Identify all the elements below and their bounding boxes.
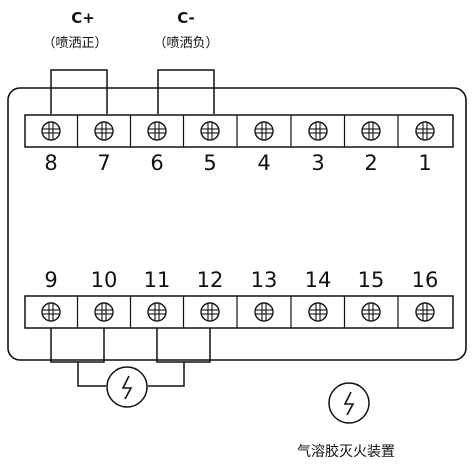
- screw-terminal-icon: [361, 302, 381, 322]
- terminal-number: 8: [44, 151, 57, 175]
- terminal-number: 13: [251, 268, 278, 292]
- screw-terminal-icon: [308, 121, 328, 141]
- terminal-number: 2: [364, 151, 377, 175]
- terminal-number: 11: [144, 268, 171, 292]
- positive-polarity-label: C+: [71, 9, 95, 27]
- screw-terminal-icon: [254, 121, 274, 141]
- screw-terminal-icon: [415, 302, 435, 322]
- terminal-number: 5: [203, 151, 216, 175]
- right-device-wire: [148, 362, 185, 387]
- terminal-number: 16: [412, 268, 439, 292]
- terminal-number: 9: [44, 268, 57, 292]
- negative-polarity-label: C-: [177, 9, 195, 27]
- screw-terminal-icon: [147, 302, 167, 322]
- terminal-9-10-bridge-wire: [50, 328, 105, 363]
- positive-bracket-wire: [50, 69, 108, 114]
- screw-terminal-icon: [308, 302, 328, 322]
- screw-terminal-icon: [41, 302, 61, 322]
- device-caption: 气溶胶灭火装置: [297, 443, 395, 460]
- positive-spray-label: （喷洒正）: [42, 36, 107, 51]
- top-terminal-screws: [41, 115, 435, 147]
- terminal-number: 12: [197, 268, 224, 292]
- negative-bracket-wire: [157, 69, 215, 114]
- terminal-module-outline: [7, 87, 467, 361]
- screw-terminal-icon: [94, 121, 114, 141]
- screw-terminal-icon: [147, 121, 167, 141]
- terminal-number: 4: [257, 151, 270, 175]
- lightning-icon: [343, 391, 355, 416]
- lightning-icon: [121, 375, 133, 400]
- screw-terminal-icon: [254, 302, 274, 322]
- terminal-number: 6: [150, 151, 163, 175]
- terminal-number: 3: [311, 151, 324, 175]
- terminal-number: 1: [418, 151, 431, 175]
- left-device-wire: [77, 362, 106, 387]
- terminal-11-12-bridge-wire: [156, 328, 211, 363]
- top-terminal-numbers: 8 7 6 5 4 3 2 1: [44, 151, 431, 175]
- top-terminal-strip: [24, 114, 454, 148]
- terminal-number: 7: [97, 151, 110, 175]
- terminal-number: 14: [305, 268, 332, 292]
- terminal-number: 15: [358, 268, 385, 292]
- screw-terminal-icon: [200, 121, 220, 141]
- bottom-terminal-strip: [24, 295, 454, 329]
- screw-terminal-icon: [94, 302, 114, 322]
- terminal-number: 10: [91, 268, 118, 292]
- negative-spray-label: （喷洒负）: [153, 36, 218, 51]
- bottom-terminal-screws: [41, 296, 435, 328]
- bottom-terminal-numbers: 9 10 11 12 13 14 15 16: [44, 268, 438, 292]
- legend-device-symbol: [328, 382, 370, 424]
- screw-terminal-icon: [200, 302, 220, 322]
- screw-terminal-icon: [415, 121, 435, 141]
- screw-terminal-icon: [41, 121, 61, 141]
- screw-terminal-icon: [361, 121, 381, 141]
- aerosol-device-symbol: [106, 366, 148, 408]
